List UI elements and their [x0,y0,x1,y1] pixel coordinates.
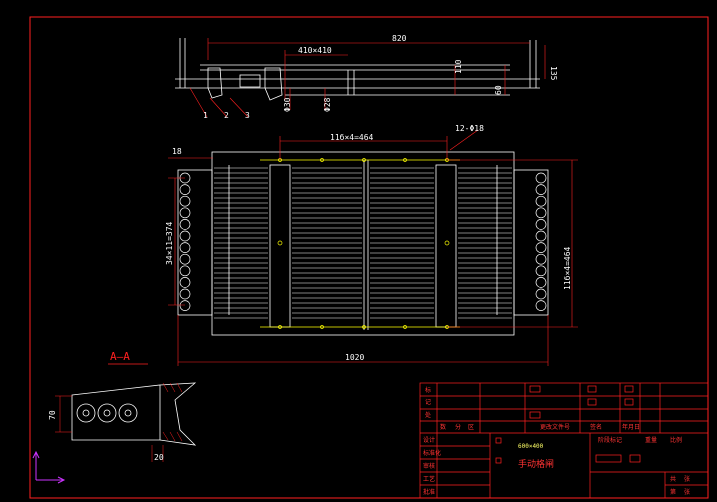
title-size: 600×400 [518,443,544,450]
tb-row-label: 批准 [423,488,435,496]
side-hole [179,253,191,265]
section-dim-height: 70 [48,410,57,420]
tb-row-label: 分 [455,423,461,431]
dim-dia-30: Φ30 [283,97,292,112]
side-hole [535,288,547,300]
dim-plan-top-pitch: 11б×4=464 [330,132,374,142]
tb-row-label: 记 [425,399,431,406]
dim-overall-length: 820 [392,34,407,43]
tb-row-label: 处 [425,411,431,419]
side-hole [535,277,547,288]
tb-small-label: 共 [670,475,676,483]
callout-2: 2 [224,111,229,120]
top-view-dims [189,38,546,118]
side-hole [179,288,191,300]
tb-header: 更改文件号 [540,423,570,431]
tb-small-label: 张 [684,488,690,496]
tb-small-label: 比例 [670,436,682,444]
side-hole [179,242,191,253]
section-label: A—A [110,350,130,363]
side-hole [535,195,547,207]
ucs-axis-icon [32,450,66,484]
tb-row-label: 标准化 [423,449,441,457]
side-hole [535,253,547,265]
tb-small-label: 张 [684,475,690,483]
side-hole [535,207,547,219]
dim-plan-holes: 12-Φ18 [455,124,484,133]
side-hole [179,184,191,195]
tb-row-label: 数 [440,423,446,431]
tb-header: 年月日 [622,423,640,431]
dim-offset-right: 60 [494,85,503,95]
dim-plan-edge: 18 [172,147,182,156]
side-hole [179,277,191,288]
side-hole [179,207,191,219]
side-hole [535,184,547,195]
tb-small-label: 第 [670,488,676,496]
title-name: 手动格闸 [518,458,554,470]
callout-3: 3 [245,111,250,120]
grating-bars [214,167,512,319]
side-hole [535,242,547,253]
side-hole [535,219,547,230]
dim-top-pitch: 410×410 [298,46,332,55]
dim-plan-bottom-length: 1020 [345,353,364,362]
side-hole [179,195,191,207]
callout-1: 1 [203,111,208,120]
tb-row-label: 标 [425,386,431,394]
dim-height-right: 135 [549,66,558,81]
dim-dia-28: Φ28 [323,97,332,112]
top-view [175,38,540,101]
tb-header: 签名 [590,423,602,431]
plan-view-dims [168,129,578,366]
side-hole [179,300,191,311]
side-hole [179,219,191,230]
tb-row-label: 工艺 [423,475,435,483]
side-hole [179,265,191,277]
side-holes [179,172,547,311]
section-hatch [55,382,183,462]
drawing-border [29,16,709,499]
tb-row-label: 区 [468,424,474,431]
plan-view [177,151,549,336]
side-hole [535,172,547,184]
section-a-a [71,382,197,446]
side-hole [535,230,547,242]
section-dim-width: 20 [154,453,164,462]
dim-plan-left-pitch: 34×11=374 [165,221,174,265]
tb-small-label: 阶段标记 [598,436,622,444]
tb-small-label: 重量 [645,436,657,444]
title-block [419,382,709,499]
tb-row-label: 审核 [423,462,435,470]
dim-plan-right-pitch: 11б×4=464 [562,246,572,290]
side-hole [535,265,547,277]
side-hole [535,300,547,311]
dim-height-inner: 110 [454,59,463,74]
side-hole [179,230,191,242]
tb-row-label: 设计 [423,436,435,444]
